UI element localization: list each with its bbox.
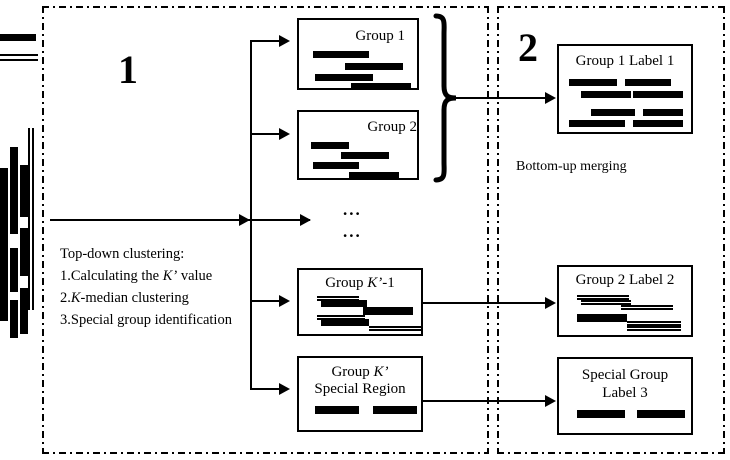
group-2-box: Group 2 [297, 110, 419, 180]
branch-arrow-group-2 [279, 128, 290, 140]
merged-read [633, 91, 683, 98]
group-1-read [345, 63, 403, 70]
k-prime-symbol: K’ [373, 364, 389, 380]
group-k-special-read [315, 406, 359, 414]
description-line-3: 2.K-median clustering [60, 290, 189, 307]
merged-read [581, 91, 631, 98]
merged-read [591, 109, 635, 116]
merged-read [569, 120, 625, 127]
input-read-bar [0, 242, 8, 286]
special-group-label-3-title-line-2: Label 3 [602, 385, 648, 401]
merged-read [625, 79, 671, 86]
stage-2-number: 2 [518, 25, 538, 70]
input-read-bar [20, 228, 28, 276]
input-read-bar [20, 288, 28, 334]
branch-arrow-group-k-minus-1 [279, 295, 290, 307]
input-arrow-line [50, 219, 250, 221]
special-group-label-3-box: Special Group Label 3 [557, 357, 693, 435]
merged-read [637, 410, 685, 418]
group-1-read [315, 74, 373, 81]
stage-1-number: 1 [118, 47, 138, 92]
merged-read [581, 300, 631, 305]
merged-read [627, 326, 681, 331]
branch-line-group-k-special [250, 388, 288, 390]
group-k-special-read [373, 406, 417, 414]
branch-line-group-2 [250, 133, 288, 135]
input-read-bar [0, 285, 8, 321]
merged-read [577, 295, 629, 300]
input-arrow-head [239, 214, 250, 226]
input-read-bar [28, 180, 34, 232]
merged-read [577, 314, 627, 322]
input-thin-read-pair [0, 54, 38, 61]
group-k-special-title-line-1: Group K’ [331, 364, 389, 380]
group-k-minus-1-read [363, 307, 413, 315]
group-k-minus-1-title: Group K’-1 [325, 275, 395, 291]
group-1-box: Group 1 [297, 18, 419, 90]
branch-arrow-ellipsis [300, 214, 311, 226]
group-2-read [313, 162, 359, 169]
merged-read [643, 109, 683, 116]
group-2-read [341, 152, 389, 159]
input-thick-read [0, 34, 36, 41]
branch-arrow-group-1 [279, 35, 290, 47]
input-read-bar [10, 300, 18, 338]
group-k-minus-1-box: Group K’-1 [297, 268, 423, 336]
branch-line-group-k-minus-1 [250, 300, 288, 302]
merged-read [627, 321, 681, 326]
branch-spine [250, 41, 252, 389]
group-1-read [351, 83, 411, 90]
group-1-label-1-box: Group 1 Label 1 [557, 44, 693, 134]
group-k-special-title-line-2: Special Region [314, 381, 406, 397]
group-2-read [311, 142, 349, 149]
group-2-title: Group 2 [367, 119, 417, 135]
merged-read [569, 79, 617, 86]
input-read-bar [10, 248, 18, 292]
merged-read [577, 410, 625, 418]
input-read-bar [28, 128, 34, 184]
merged-read [633, 120, 683, 127]
group-k-minus-1-read [369, 326, 421, 331]
stage-1-description: Top-down clustering: 1.Calculating the K… [60, 243, 232, 331]
ellipsis-row-2: ... [343, 222, 362, 241]
merge-arrow-line-3 [423, 400, 553, 402]
input-read-bar [10, 190, 18, 234]
branch-line-ellipsis [250, 219, 310, 221]
branch-line-group-1 [250, 40, 288, 42]
input-read-bar [0, 192, 8, 244]
input-read-bar [20, 165, 28, 217]
description-line-4: 3.Special group identification [60, 312, 232, 329]
group-k-minus-1-read [321, 319, 369, 326]
group-2-read [349, 172, 399, 179]
group-2-label-2-box: Group 2 Label 2 [557, 265, 693, 337]
merge-arrow-line-2 [423, 302, 553, 304]
bottom-up-merging-caption: Bottom-up merging [516, 159, 627, 174]
k-prime-symbol: K’ [367, 275, 383, 291]
input-read-bar [28, 222, 34, 272]
k-symbol: K [70, 290, 81, 307]
group-1-read [313, 51, 369, 58]
input-read-bar [28, 262, 34, 310]
merged-read [621, 305, 673, 310]
group-1-title: Group 1 [355, 28, 405, 44]
group-2-label-2-title: Group 2 Label 2 [575, 272, 675, 288]
input-read-bar [10, 147, 18, 195]
ellipsis-row-1: ... [343, 200, 362, 219]
k-prime-symbol: K’ [162, 268, 178, 285]
group-k-minus-1-read [321, 300, 367, 307]
description-line-1: Top-down clustering: [60, 246, 185, 262]
description-line-2: 1.Calculating the K’ value [60, 268, 213, 285]
group-k-special-box: Group K’ Special Region [297, 356, 423, 432]
group-1-label-1-title: Group 1 Label 1 [575, 53, 675, 69]
special-group-label-3-title-line-1: Special Group [581, 367, 669, 383]
branch-arrow-group-k-special [279, 383, 290, 395]
